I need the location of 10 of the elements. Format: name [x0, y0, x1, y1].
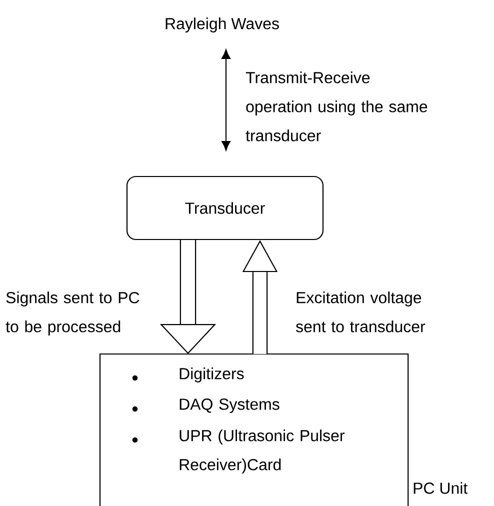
bullet-item: DAQ Systems: [132, 398, 280, 414]
edge-label: Excitation voltage sent to transducer: [296, 292, 426, 332]
edge-label: Transmit-Receive operation using the same transducer: [246, 72, 428, 142]
unit-label: PC Unit: [414, 482, 468, 494]
label-text: Rayleigh Waves: [166, 18, 279, 32]
edge-label: Signals sent to PC to be processed: [6, 292, 140, 336]
bullet-item: UPR (Ultrasonic Pulser Receiver)Card: [132, 430, 344, 474]
arrow: [222, 49, 230, 151]
transducer-box: Transducer: [126, 176, 324, 240]
bullet-item: Digitizers: [132, 368, 244, 382]
